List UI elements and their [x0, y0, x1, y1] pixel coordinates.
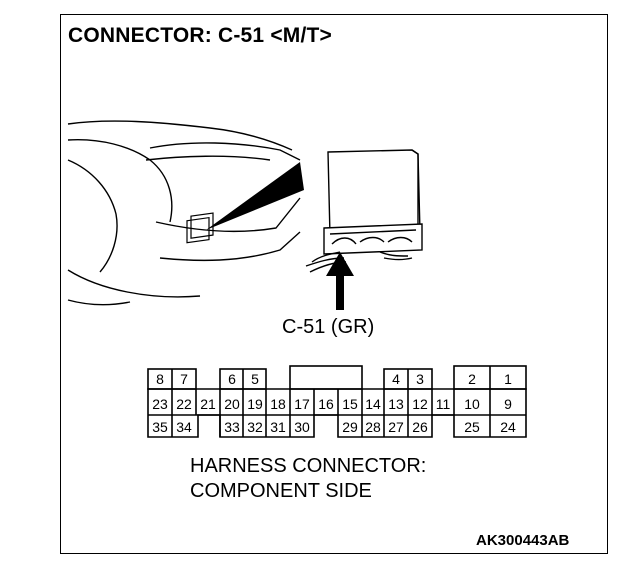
pin-label: 34: [176, 419, 192, 435]
connector-view-caption: HARNESS CONNECTOR: COMPONENT SIDE: [190, 455, 427, 502]
pin-label: 19: [247, 396, 263, 412]
pin-label: 12: [412, 396, 428, 412]
pin-label: 18: [270, 396, 286, 412]
pin-label: 3: [416, 371, 424, 387]
pin-label: 29: [342, 419, 358, 435]
pin-label: 24: [500, 419, 516, 435]
pin-label: 25: [464, 419, 480, 435]
glovebox-edge: [155, 197, 301, 233]
pin-label: 6: [228, 371, 236, 387]
dash-top-edge: [67, 120, 293, 151]
connector-callout-label: C-51 (GR): [282, 316, 375, 338]
pin-label: 28: [365, 419, 381, 435]
dash-panel-curve: [67, 138, 173, 223]
pin-label: 8: [156, 371, 164, 387]
pin-label: 13: [388, 396, 404, 412]
dash-lower-curve: [67, 159, 118, 273]
pin-label: 22: [176, 396, 192, 412]
pin-label: 15: [342, 396, 358, 412]
pointer-wedge: [206, 162, 304, 230]
pin-label: 4: [392, 371, 400, 387]
pin-label: 23: [152, 396, 168, 412]
pin-label: 27: [388, 419, 404, 435]
pin-label: 11: [435, 396, 451, 412]
pin-label: 21: [200, 396, 216, 412]
pin-label: 10: [464, 396, 480, 412]
pin-label: 16: [318, 396, 334, 412]
pin-label: 20: [224, 396, 240, 412]
connector-face: [147, 365, 527, 438]
pin-label: 30: [294, 419, 310, 435]
pin-label: 35: [152, 419, 168, 435]
pin-label: 7: [180, 371, 188, 387]
pin-label: 33: [224, 419, 240, 435]
pin-label: 9: [504, 396, 512, 412]
location-arrow: [326, 252, 354, 310]
pin-label: 31: [270, 419, 286, 435]
connector-module: [305, 149, 423, 273]
pin-label: 26: [412, 419, 428, 435]
pin-label: 5: [251, 371, 259, 387]
diagram-frame: [60, 14, 608, 554]
pin-label: 2: [468, 371, 476, 387]
pin-label: 17: [294, 396, 310, 412]
pin-label: 32: [247, 419, 263, 435]
connector-title: CONNECTOR: C-51 <M/T>: [68, 24, 333, 47]
document-id: AK300443AB: [476, 532, 570, 549]
pin-label: 14: [365, 396, 381, 412]
pin-label: 1: [504, 371, 512, 387]
